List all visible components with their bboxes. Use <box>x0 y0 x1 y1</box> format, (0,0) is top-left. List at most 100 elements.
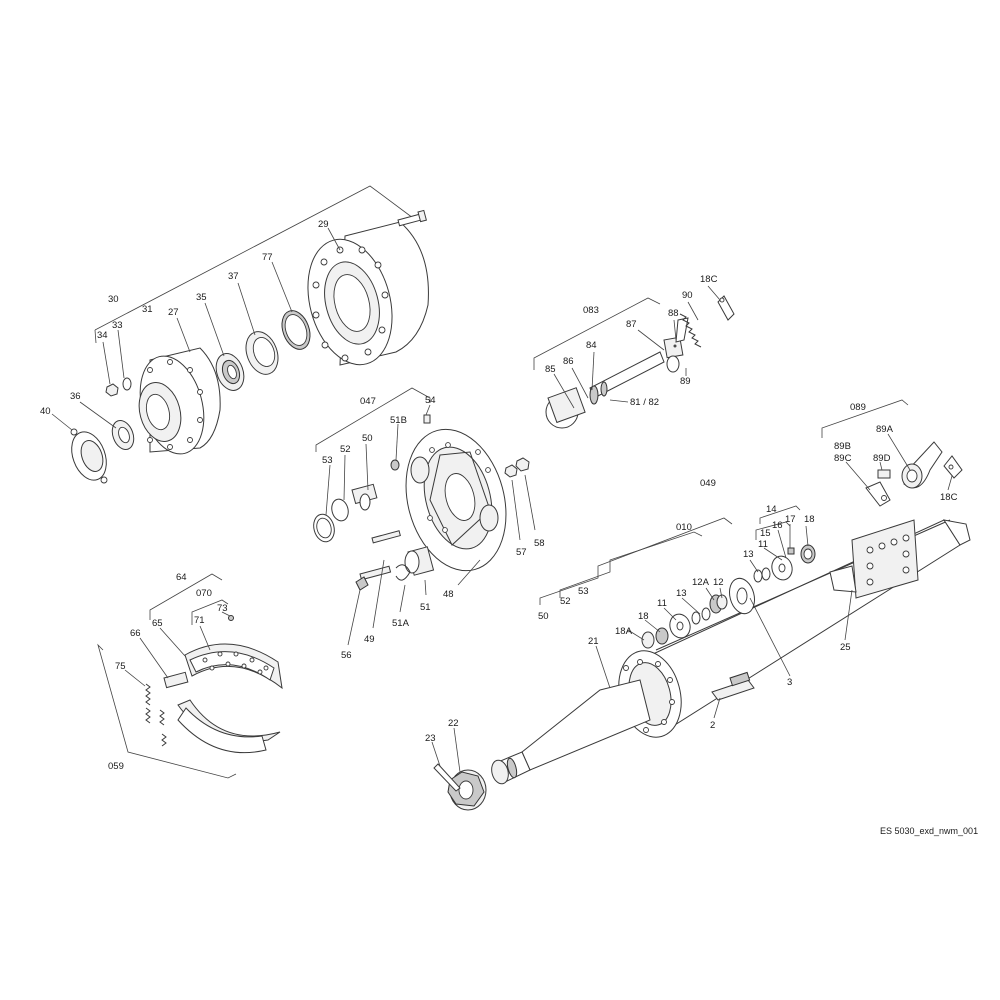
callout-15: 15 <box>760 528 771 539</box>
callout-89: 89 <box>680 376 691 387</box>
callout-75: 75 <box>115 661 126 672</box>
callout-51B: 51B <box>390 415 407 426</box>
bearing-36 <box>111 419 135 451</box>
slack-adjuster-89A <box>901 441 943 489</box>
callout-73: 73 <box>217 603 228 614</box>
callout-53-axle: 53 <box>578 586 589 597</box>
roller-51 <box>404 546 435 576</box>
spring-75 <box>145 683 167 747</box>
bolt-54 <box>423 414 431 424</box>
callout-18C-top: 18C <box>700 274 718 285</box>
callout-18-mid: 18 <box>638 611 649 622</box>
callout-87: 87 <box>626 319 637 330</box>
callout-50-backplate: 50 <box>362 433 373 444</box>
spring-90 <box>679 313 702 348</box>
camshaft-81-82 <box>545 351 665 429</box>
seal-18-top <box>800 544 816 564</box>
callout-13-top: 13 <box>743 549 754 560</box>
callout-059: 059 <box>108 761 124 772</box>
callout-047: 047 <box>360 396 376 407</box>
brake-shoe-65 <box>184 643 283 690</box>
callout-81-82: 81 / 82 <box>630 397 659 408</box>
callout-49: 49 <box>364 634 375 645</box>
cam-plate-3 <box>729 577 755 615</box>
callout-40: 40 <box>40 406 51 417</box>
callout-35: 35 <box>196 292 207 303</box>
washer-33 <box>122 377 132 391</box>
callout-34: 34 <box>97 330 108 341</box>
callout-18C-right: 18C <box>940 492 958 503</box>
callout-88: 88 <box>668 308 679 319</box>
bolt-56 <box>355 565 392 591</box>
bracket-083 <box>533 297 661 370</box>
callout-070: 070 <box>196 588 212 599</box>
bracket-070 <box>191 599 229 625</box>
callout-010: 010 <box>676 522 692 533</box>
callout-57: 57 <box>516 547 527 558</box>
bearing-race-37 <box>245 331 279 375</box>
drum-bolt <box>397 209 427 227</box>
orings-13-mid <box>691 607 711 625</box>
callout-58: 58 <box>534 538 545 549</box>
brake-drum <box>307 221 429 366</box>
callout-2: 2 <box>710 720 715 731</box>
bracket-064 <box>149 573 223 620</box>
spring-seat-25 <box>829 519 919 599</box>
bearing-35 <box>215 353 245 391</box>
hub-cap-40 <box>70 428 108 484</box>
callout-31: 31 <box>142 304 153 315</box>
callout-89B: 89B <box>834 441 851 452</box>
axle-nut-22 <box>447 769 487 811</box>
callout-71: 71 <box>194 615 205 626</box>
nut-58 <box>515 457 530 472</box>
callout-36: 36 <box>70 391 81 402</box>
backing-plate-48 <box>405 428 507 572</box>
callout-11-mid: 11 <box>657 598 667 609</box>
brake-shoe-lower <box>177 699 281 754</box>
callout-23: 23 <box>425 733 436 744</box>
clevis-89B <box>865 481 891 507</box>
bushing-12 <box>709 594 728 614</box>
plate-11-top <box>771 555 793 581</box>
callout-54: 54 <box>425 395 436 406</box>
callout-27: 27 <box>168 307 179 318</box>
seal-18A <box>641 627 669 649</box>
seal-77 <box>281 310 311 350</box>
spindle <box>491 679 651 785</box>
callout-37: 37 <box>228 271 239 282</box>
bracket-049 <box>539 517 733 605</box>
plate-11-mid <box>669 613 691 639</box>
callout-66: 66 <box>130 628 141 639</box>
pin-89D <box>877 469 891 479</box>
callout-25: 25 <box>840 642 851 653</box>
clip-51A <box>395 564 411 581</box>
pin-73 <box>228 615 234 621</box>
wheel-hub-27 <box>138 347 221 455</box>
callout-77: 77 <box>262 252 273 263</box>
bolt-49 <box>371 530 401 544</box>
callout-049: 049 <box>700 478 716 489</box>
callout-48: 48 <box>443 589 454 600</box>
bracket-089 <box>821 399 909 438</box>
callout-16: 16 <box>772 520 783 531</box>
callout-22: 22 <box>448 718 459 729</box>
callout-85: 85 <box>545 364 556 375</box>
callout-33: 33 <box>112 320 123 331</box>
orings-13-top <box>753 567 771 583</box>
bracket-059 <box>97 643 237 779</box>
callout-56: 56 <box>341 650 352 661</box>
callout-18A: 18A <box>615 626 633 637</box>
drawing-reference: ES 5030_exd_nwm_001 <box>880 826 978 836</box>
callout-11-top: 11 <box>758 539 768 550</box>
callout-3: 3 <box>787 677 792 688</box>
callout-52-backplate: 52 <box>340 444 351 455</box>
clip-18C-top <box>717 295 735 321</box>
roller-66 <box>163 671 189 689</box>
callout-089: 089 <box>850 402 866 413</box>
callout-17: 17 <box>785 514 796 525</box>
cotter-pin-23 <box>433 763 461 792</box>
bracket-047 <box>315 387 431 452</box>
callout-86: 86 <box>563 356 574 367</box>
nut-57 <box>504 464 518 478</box>
